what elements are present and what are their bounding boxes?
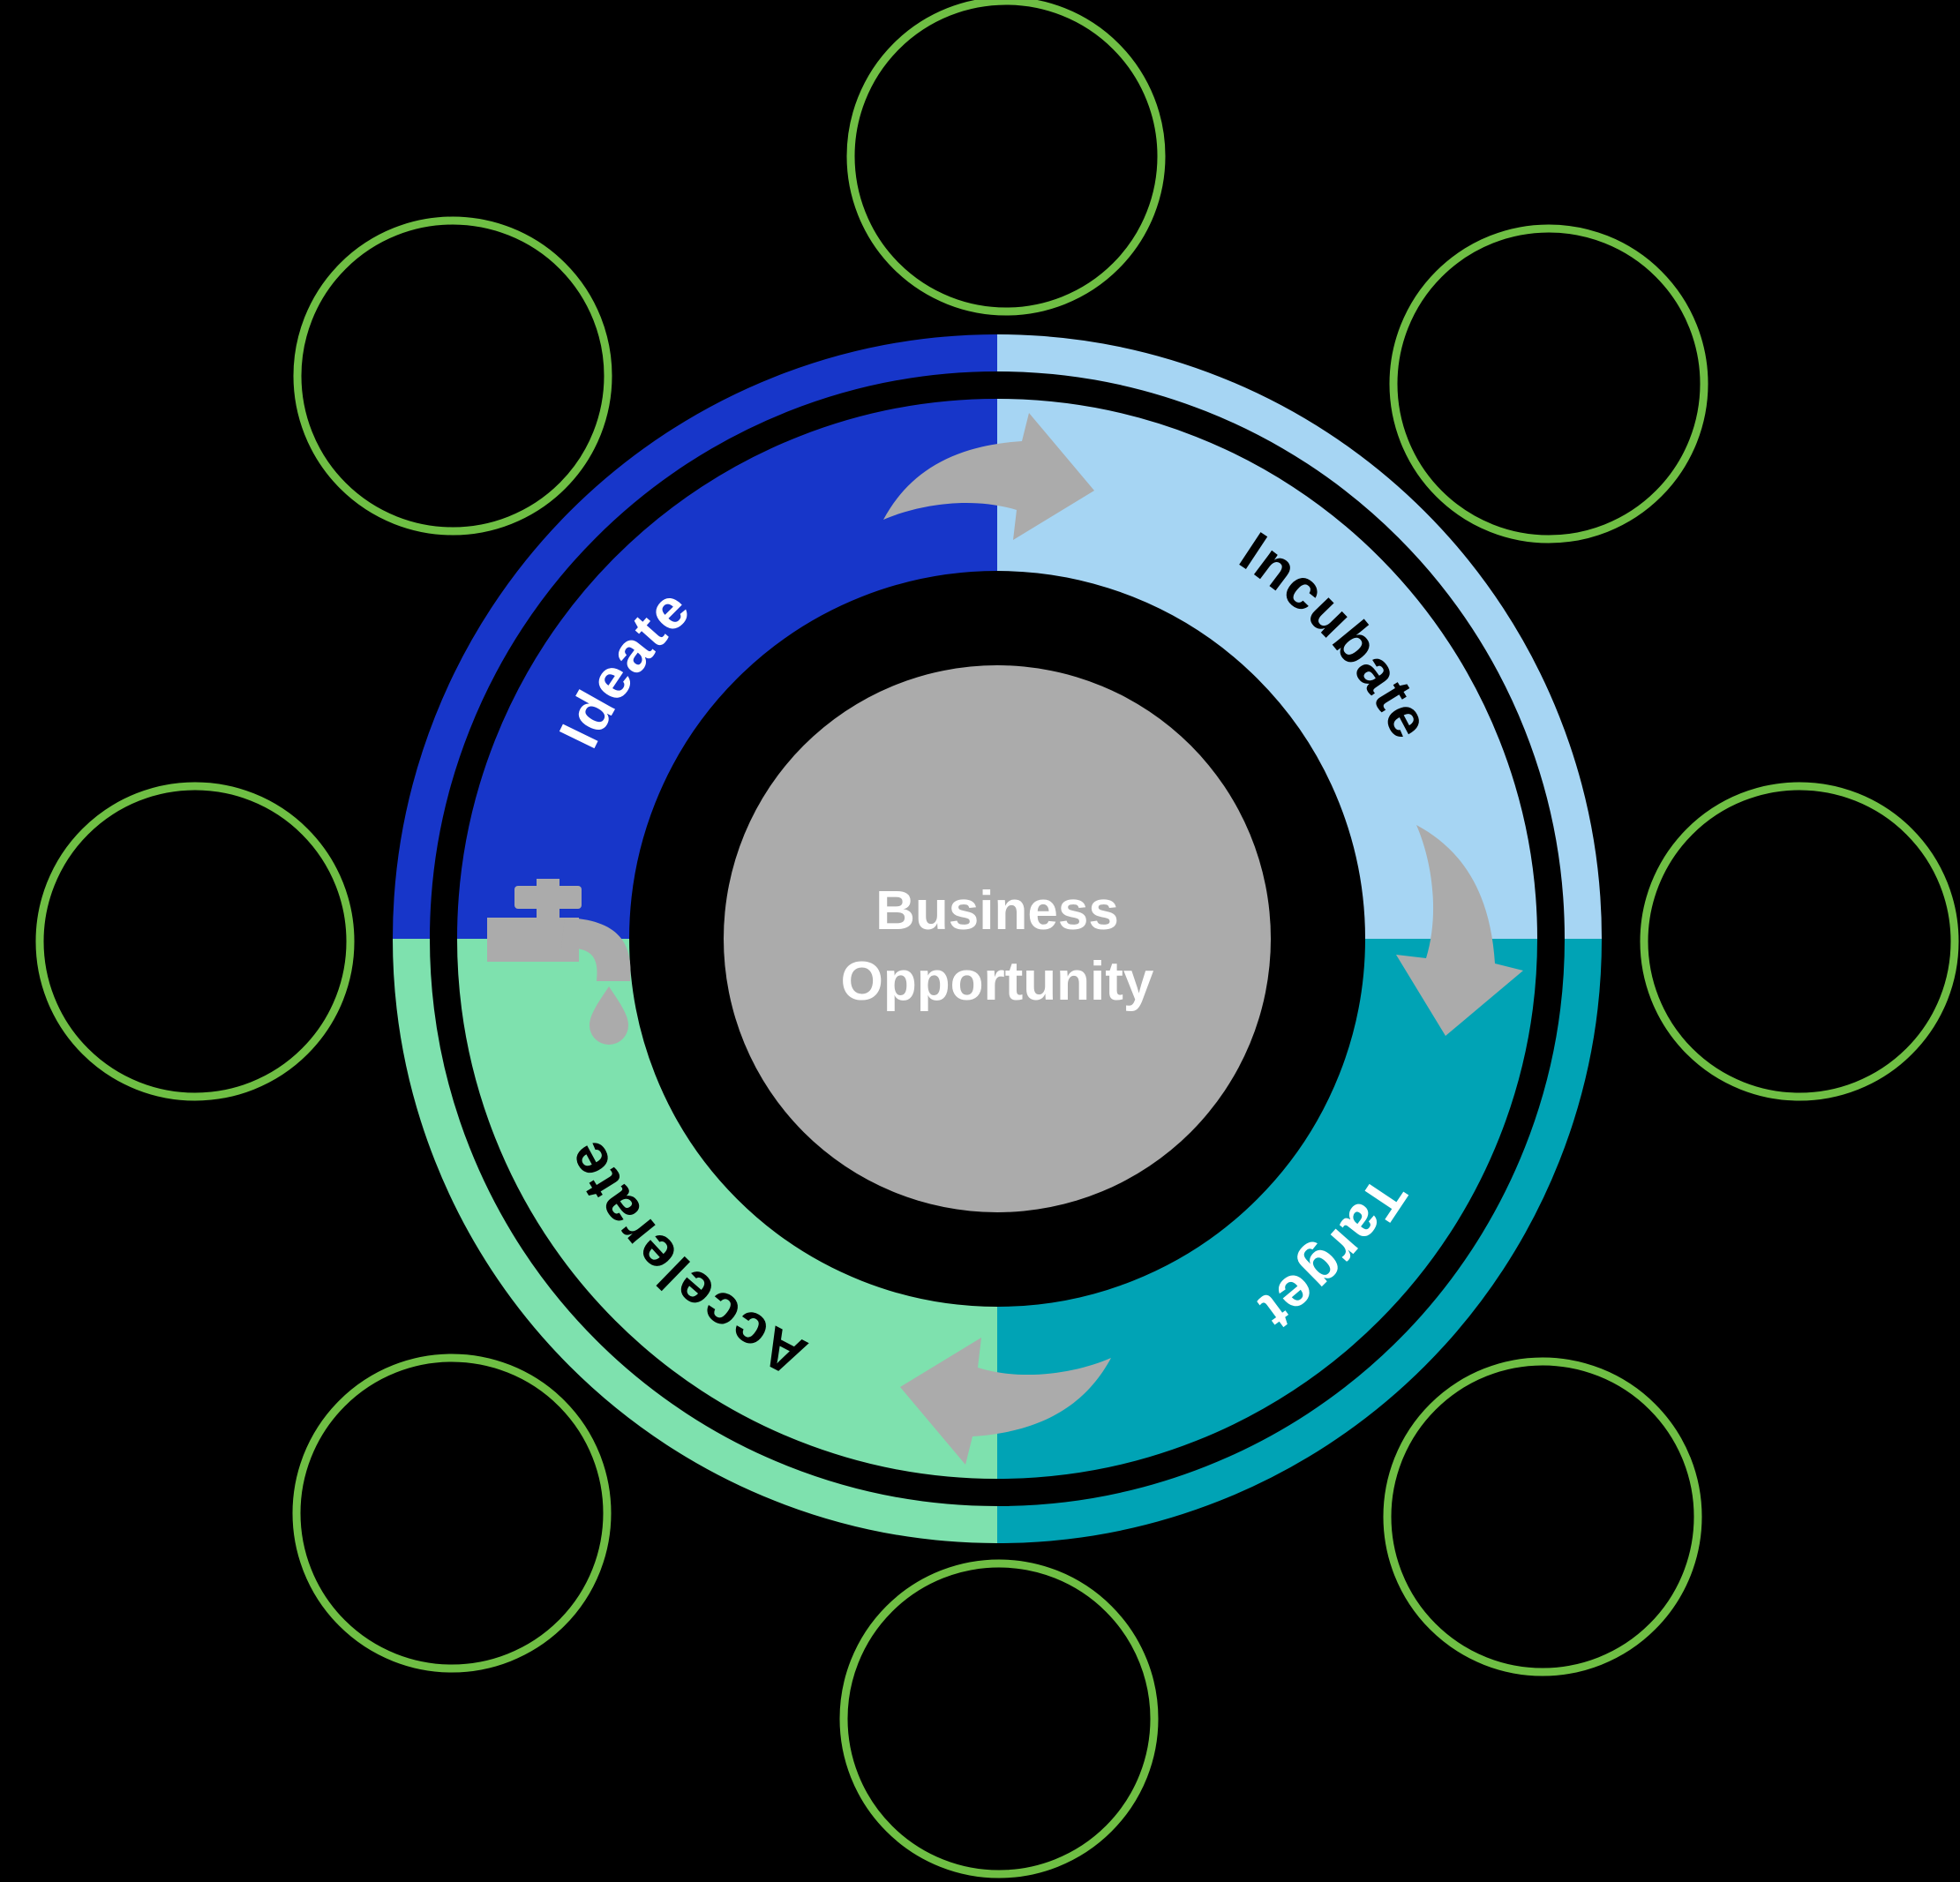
outer-ring: [393, 334, 1602, 1543]
ring-segment-target: [995, 937, 1537, 1479]
outer-ring-accelerate: [393, 938, 998, 1543]
ring-segment-incubate: [995, 399, 1537, 941]
outer-ring-incubate: [996, 334, 1602, 940]
center-label-line1: Business: [875, 881, 1119, 941]
outer-ring-ideate: [393, 334, 998, 940]
ring-segment-accelerate: [457, 937, 999, 1479]
satellite-circle-top-right: [1389, 224, 1708, 544]
ring-segment-ideate: [457, 399, 999, 941]
water-drop-icon: [590, 986, 628, 1045]
satellite-circle-left: [35, 782, 355, 1101]
center-label-line2: Opportunity: [841, 951, 1154, 1012]
satellite-circle-bottom: [839, 1559, 1159, 1878]
satellite-circle-bottom-left: [292, 1353, 612, 1673]
satellite-circles: [35, 0, 1959, 1878]
center-circle: [724, 665, 1271, 1212]
satellite-circle-top: [846, 0, 1166, 316]
satellite-circle-top-left: [293, 216, 612, 536]
satellite-circle-right: [1640, 782, 1959, 1101]
segment-ring: [457, 399, 1537, 1479]
outer-ring-target: [996, 938, 1602, 1543]
faucet-icon: [487, 879, 631, 981]
satellite-circle-bottom-right: [1383, 1357, 1702, 1676]
faucet-handle-bar: [514, 886, 582, 909]
faucet-spout: [561, 918, 631, 981]
